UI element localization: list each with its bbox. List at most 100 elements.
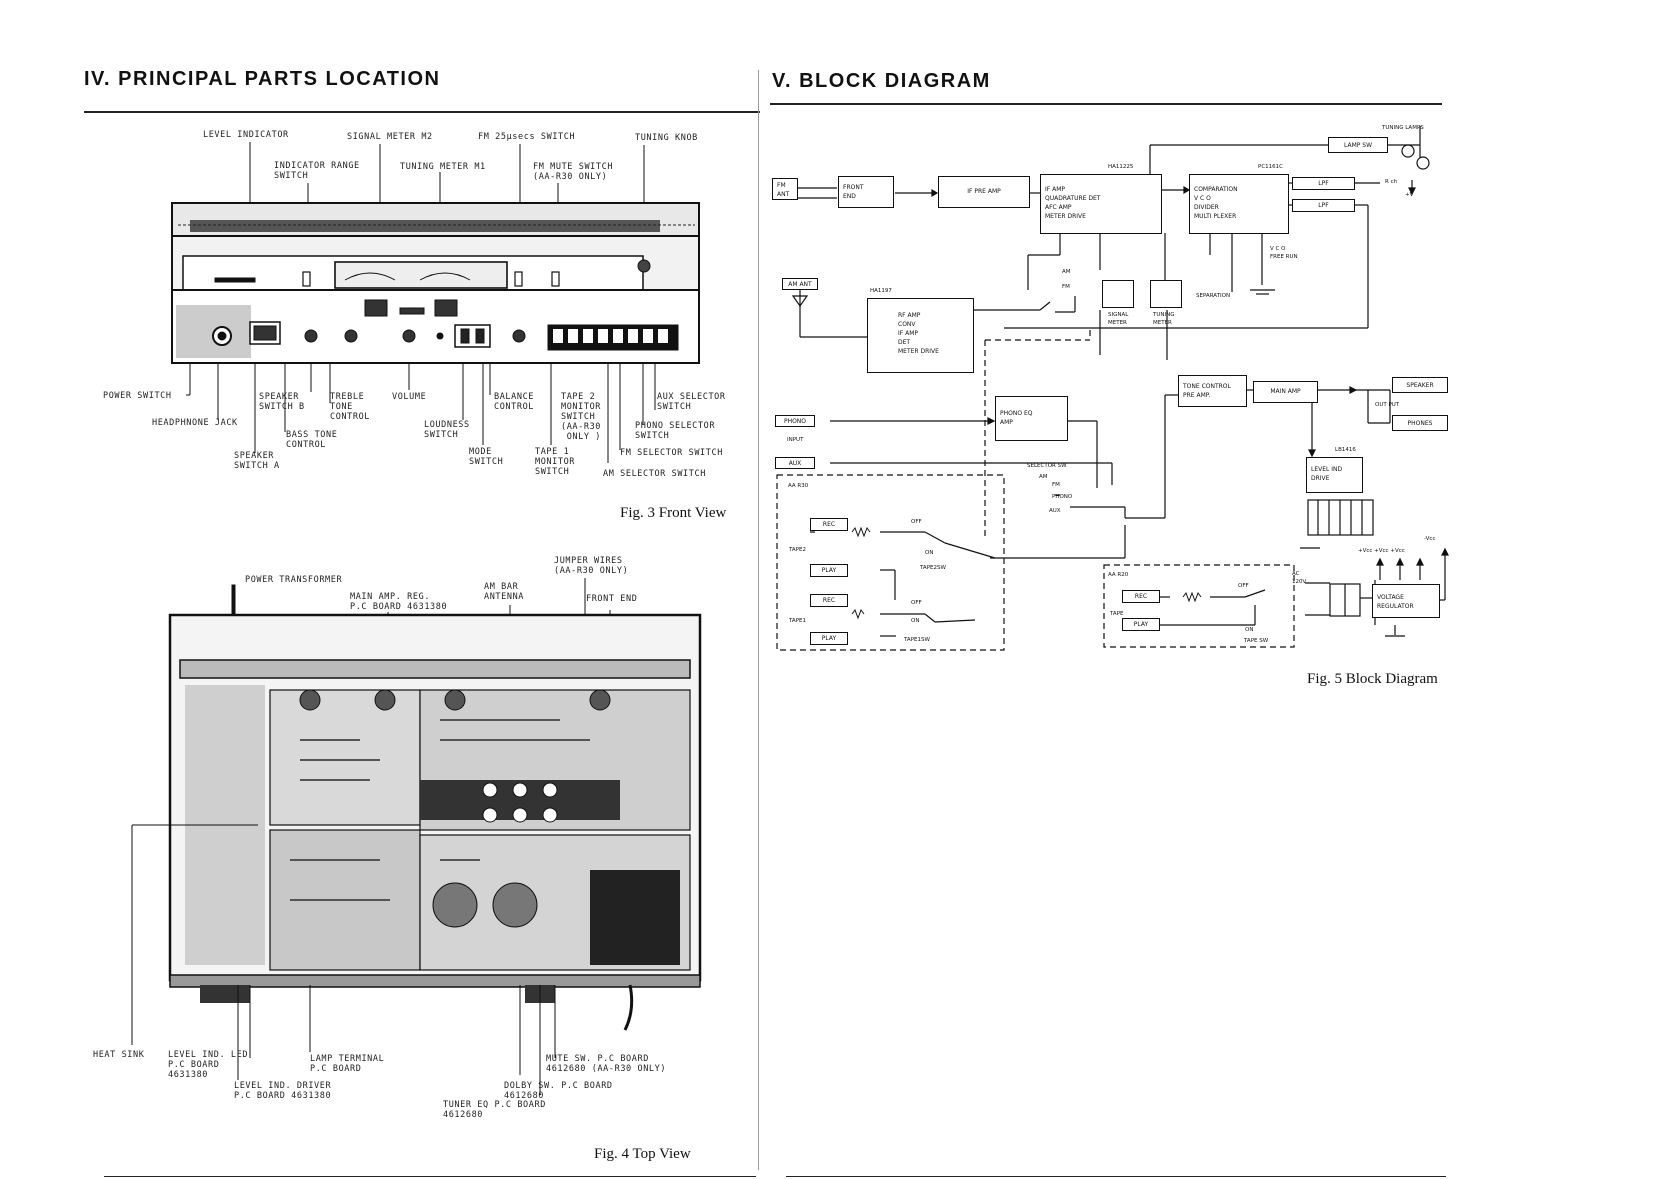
signal-meter-box [1102,280,1134,308]
block-front-end: FRONT END [838,176,894,208]
label-treble: TREBLE TONE CONTROL [330,392,371,422]
selector-sw-label: SELECTOR SW [1027,463,1067,469]
block-lamp-sw: LAMP SW [1328,137,1388,153]
block-ha1197: RF AMP CONV IF AMP DET METER DRIVE [867,298,974,373]
block-rec-tape1: REC [810,594,848,607]
block-ha11225: IF AMP QUADRATURE DET AFC AMP METER DRIV… [1040,174,1162,234]
block-lpf-2: LPF [1292,199,1355,212]
am-switch-label: AM [1062,269,1071,275]
tape1-label: TAPE1 [789,618,806,624]
neg-vcc-label: -Vcc [1424,536,1436,542]
block-fm-ant: FM ANT [772,178,798,200]
separation-label: SEPARATION [1196,293,1231,299]
vco-free-run-label: V C O FREE RUN [1270,246,1298,260]
block-phono-eq: PHONO EQ AMP [995,396,1068,441]
label-volume: VOLUME [392,392,427,402]
right-title-rule [770,103,1442,105]
block-play-tape: PLAY [1122,618,1160,631]
ha1197-chip-label: HA1197 [870,288,892,294]
tuning-meter-label: TUNING METER [1153,312,1175,326]
label-lamp-terminal: LAMP TERMINAL P.C BOARD [310,1054,385,1074]
tape1-on-label: ON [911,618,920,624]
label-speaker-a: SPEAKER SWITCH A [234,451,280,471]
right-bottom-rule [786,1176,1446,1177]
block-am-ant: AM ANT [782,278,818,290]
label-level-indicator: LEVEL INDICATOR [203,130,289,140]
tape2-off-label: OFF [911,519,922,525]
label-mode: MODE SWITCH [469,447,504,467]
label-dolby-sw: DOLBY SW. P.C BOARD 4612680 [504,1081,613,1101]
label-speaker-b: SPEAKER SWITCH B [259,392,305,412]
tape-on-label: ON [1245,627,1254,633]
label-am-selector: AM SELECTOR SWITCH [603,469,706,479]
label-balance: BALANCE CONTROL [494,392,535,412]
tape1-off-label: OFF [911,600,922,606]
right-page-title: V. BLOCK DIAGRAM [772,70,991,92]
block-play-tape1: PLAY [810,632,848,645]
block-if-pre-amp: IF PRE AMP [938,176,1030,208]
tape-label: TAPE [1110,611,1124,617]
label-signal-meter: SIGNAL METER M2 [347,132,433,142]
selector-fm-label: FM [1052,482,1060,488]
label-fm-25us: FM 25μsecs SWITCH [478,132,576,142]
plus-v-label: +V [1405,192,1414,198]
vcc-rails-label: +Vcc +Vcc +Vcc [1358,548,1405,554]
block-lpf-1: LPF [1292,177,1355,190]
selector-phono-label: PHONO [1052,494,1073,500]
block-aux: AUX [775,457,815,469]
tape2-on-label: ON [925,550,934,556]
label-tuning-knob: TUNING KNOB [635,133,698,143]
tape1sw-label: TAPE1SW [904,637,930,643]
block-tone-control: TONE CONTROL PRE AMP. [1178,375,1247,407]
left-page-title: IV. PRINCIPAL PARTS LOCATION [84,68,441,90]
tape2-label: TAPE2 [789,547,806,553]
label-bass: BASS TONE CONTROL [286,430,338,450]
label-tape2: TAPE 2 MONITOR SWITCH (AA-R30 ONLY ) [561,392,602,442]
label-aux-selector: AUX SELECTOR SWITCH [657,392,726,412]
signal-meter-label: SIGNAL METER [1108,312,1129,326]
label-mute-sw: MUTE SW. P.C BOARD 4612680 (AA-R30 ONLY) [546,1054,667,1074]
pc1161c-chip-label: PC1161C [1258,164,1283,170]
fig3-caption: Fig. 3 Front View [620,505,727,521]
fig5-caption: Fig. 5 Block Diagram [1307,671,1438,687]
tape-off-label: OFF [1238,583,1249,589]
label-heat-sink: HEAT SINK [93,1050,145,1060]
label-fm-selector: FM SELECTOR SWITCH [620,448,723,458]
label-am-bar: AM BAR ANTENNA [484,582,525,602]
r-ch-label: R ch [1385,179,1398,185]
ha11225-chip-label: HA11225 [1108,164,1134,170]
block-play-tape2: PLAY [810,564,848,577]
label-indicator-range: INDICATOR RANGE SWITCH [274,161,360,181]
lb1416-chip-label: LB1416 [1335,447,1356,453]
page-gutter [758,70,759,1170]
block-level-drive: LEVEL IND DRIVE [1306,457,1363,493]
label-level-driver: LEVEL IND. DRIVER P.C BOARD 4631380 [234,1081,332,1101]
ac-120v-label: AC 120V [1292,571,1307,585]
fm-switch-label: FM [1062,284,1070,290]
label-power-switch: POWER SWITCH [103,391,172,401]
block-phones: PHONES [1392,415,1448,431]
block-rec-tape2: REC [810,518,848,531]
input-label: INPUT [787,437,804,443]
block-speaker: SPEAKER [1392,377,1448,393]
fig4-caption: Fig. 4 Top View [594,1146,691,1162]
selector-am-label: AM [1039,474,1048,480]
tuning-lamps-label: TUNING LAMPS [1382,125,1424,131]
label-main-amp: MAIN AMP. REG. P.C BOARD 4631380 [350,592,448,612]
left-title-rule [84,111,760,113]
aa-r30-label: AA R30 [788,483,809,489]
label-fm-mute: FM MUTE SWITCH (AA-R30 ONLY) [533,162,614,182]
label-front-end: FRONT END [586,594,638,604]
selector-aux-label: AUX [1049,508,1061,514]
block-voltage-regulator: VOLTAGE REGULATOR [1372,584,1440,618]
label-loudness: LOUDNESS SWITCH [424,420,470,440]
block-phono: PHONO [775,415,815,427]
label-tuning-meter: TUNING METER M1 [400,162,486,172]
label-tuner-eq: TUNER EQ P.C BOARD 4612680 [443,1100,546,1120]
label-headphone-jack: HEADPHNONE JACK [152,418,238,428]
tape2sw-label: TAPE2SW [920,565,946,571]
block-pll-mpx: COMPARATION V C O DIVIDER MULTI PLEXER [1189,174,1289,234]
tuning-meter-box [1150,280,1182,308]
